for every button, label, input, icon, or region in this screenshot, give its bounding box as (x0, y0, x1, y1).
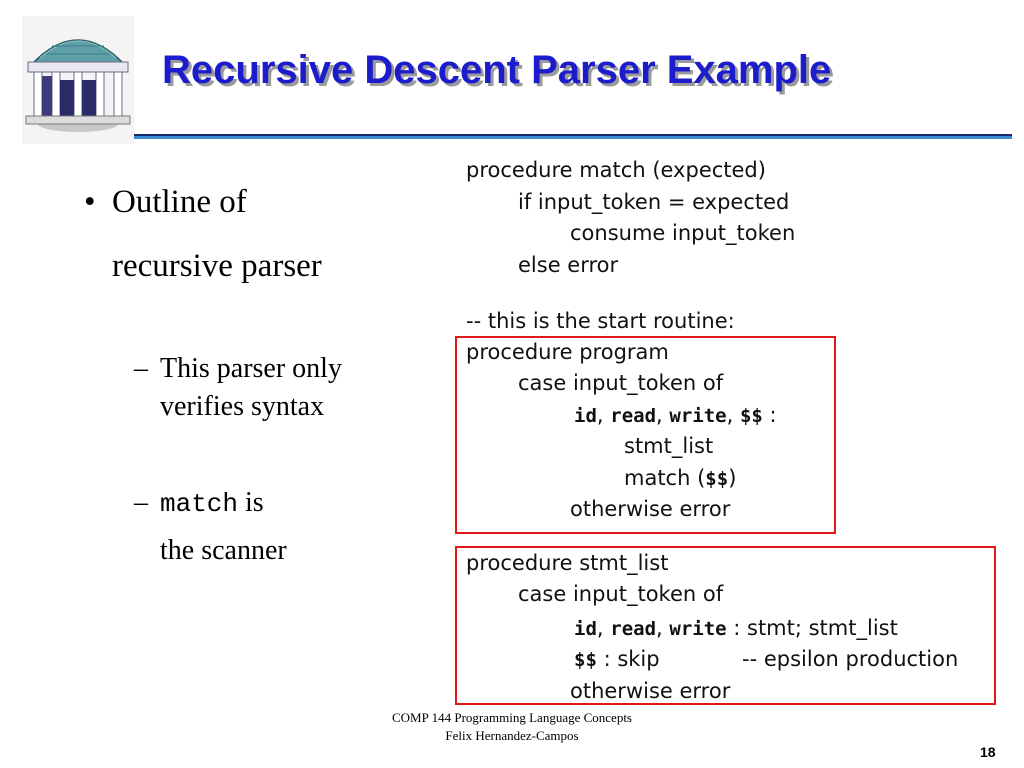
code-line: procedure program (466, 340, 669, 364)
bullet-marker: • (84, 184, 96, 220)
keyword-id: id (574, 618, 597, 640)
code-line: $$ : skip (574, 647, 660, 671)
sub-bullet-line-1: match is (160, 484, 264, 523)
highlight-box-stmt-list (455, 546, 996, 705)
bullet-line-1: Outline of (112, 184, 247, 220)
code-line: stmt_list (624, 434, 714, 458)
keyword-read: read (610, 618, 657, 640)
code-line: match ($$) (624, 466, 736, 490)
code-match: match (160, 489, 239, 519)
separator: : (762, 403, 777, 427)
keyword-eof: $$ (739, 405, 763, 427)
code-line: case input_token of (518, 582, 724, 606)
footer-course: COMP 144 Programming Language Concepts (392, 710, 632, 725)
separator: , (656, 616, 670, 640)
code-line: id, read, write, $$ : (574, 403, 777, 427)
code-line: procedure stmt_list (466, 551, 669, 575)
separator: , (596, 616, 611, 640)
keyword-write: write (669, 405, 727, 427)
footer-author: Felix Hernandez-Campos (445, 728, 579, 743)
dash-marker: – (134, 353, 148, 384)
code-text: : stmt; stmt_list (726, 616, 898, 640)
code-line: if input_token = expected (518, 190, 790, 214)
page-number: 18 (980, 744, 996, 760)
title-divider (134, 134, 1012, 139)
footer: COMP 144 Programming Language Concepts F… (352, 709, 672, 745)
code-line: consume input_token (570, 221, 796, 245)
code-text: ) (728, 466, 737, 490)
keyword-eof: $$ (574, 649, 597, 671)
old-well-logo-icon (22, 16, 134, 144)
code-line: id, read, write : stmt; stmt_list (574, 616, 898, 640)
code-line: otherwise error (570, 679, 731, 703)
code-line: -- this is the start routine: (466, 309, 735, 333)
code-line: else error (518, 253, 619, 277)
bullet-line-2: recursive parser (112, 248, 322, 284)
keyword-id: id (574, 405, 597, 427)
dash-marker: – (134, 487, 148, 518)
sub-bullet-line-2: verifies syntax (160, 391, 325, 422)
separator: , (596, 403, 611, 427)
separator: , (656, 403, 670, 427)
slide-title: Recursive Descent Parser Example (162, 48, 832, 92)
code-text: match ( (624, 466, 706, 490)
keyword-eof: $$ (705, 468, 729, 490)
keyword-write: write (669, 618, 727, 640)
code-comment-epsilon: -- epsilon production (742, 647, 959, 671)
sub-bullet-line-1: This parser only (160, 353, 342, 384)
highlight-box-program (455, 336, 836, 534)
sub-bullet-line-2: the scanner (160, 535, 287, 566)
keyword-read: read (610, 405, 657, 427)
sub-bullet-rest: is (238, 487, 264, 518)
separator: , (726, 403, 740, 427)
code-line: case input_token of (518, 371, 724, 395)
code-line: otherwise error (570, 497, 731, 521)
code-text: : skip (596, 647, 660, 671)
code-line: procedure match (expected) (466, 158, 766, 182)
